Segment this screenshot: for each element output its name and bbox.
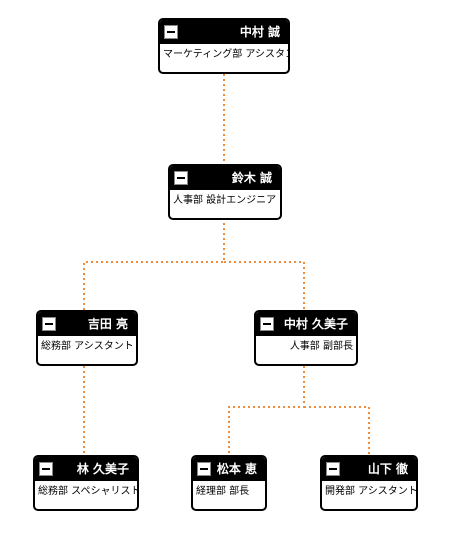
node-department: 開発部 アシスタント bbox=[325, 486, 418, 497]
collapse-toggle-icon[interactable] bbox=[260, 317, 274, 331]
collapse-toggle-icon[interactable] bbox=[326, 462, 340, 476]
collapse-toggle-icon[interactable] bbox=[174, 171, 188, 185]
org-node-nakamura-kumiko[interactable]: 中村 久美子 人事部 副部長 bbox=[254, 310, 358, 366]
connector-nakamura-kumiko-to-children bbox=[228, 366, 370, 455]
collapse-toggle-icon[interactable] bbox=[164, 25, 178, 39]
collapse-toggle-icon[interactable] bbox=[42, 317, 56, 331]
node-department: 総務部 アシスタント bbox=[41, 341, 134, 352]
org-node-matsumoto-kei[interactable]: 松本 恵 経理部 部長 bbox=[191, 455, 267, 511]
node-department: 総務部 スペシャリスト bbox=[38, 486, 139, 497]
node-name: 鈴木 誠 bbox=[231, 171, 272, 185]
org-node-yamashita-toru[interactable]: 山下 徹 開発部 アシスタント bbox=[320, 455, 418, 511]
node-department: 人事部 副部長 bbox=[289, 341, 353, 352]
node-name: 林 久美子 bbox=[76, 462, 129, 476]
node-name: 中村 誠 bbox=[239, 25, 280, 39]
org-node-nakamura-makoto[interactable]: 中村 誠 マーケティング部 アシスタント bbox=[158, 18, 290, 74]
node-department: 経理部 部長 bbox=[196, 486, 250, 497]
node-department: 人事部 設計エンジニア bbox=[173, 195, 277, 206]
node-name: 中村 久美子 bbox=[283, 317, 348, 331]
node-name: 吉田 亮 bbox=[87, 317, 128, 331]
collapse-toggle-icon[interactable] bbox=[39, 462, 53, 476]
node-department: マーケティング部 アシスタント bbox=[163, 49, 288, 60]
org-node-suzuki-makoto[interactable]: 鈴木 誠 人事部 設計エンジニア bbox=[168, 164, 282, 220]
node-name: 山下 徹 bbox=[367, 462, 408, 476]
org-node-yoshida-ryo[interactable]: 吉田 亮 総務部 アシスタント bbox=[36, 310, 138, 366]
collapse-toggle-icon[interactable] bbox=[197, 462, 211, 476]
org-node-hayashi-kumiko[interactable]: 林 久美子 総務部 スペシャリスト bbox=[33, 455, 139, 511]
node-name: 松本 恵 bbox=[216, 462, 257, 476]
connector-suzuki-to-children bbox=[83, 218, 305, 310]
